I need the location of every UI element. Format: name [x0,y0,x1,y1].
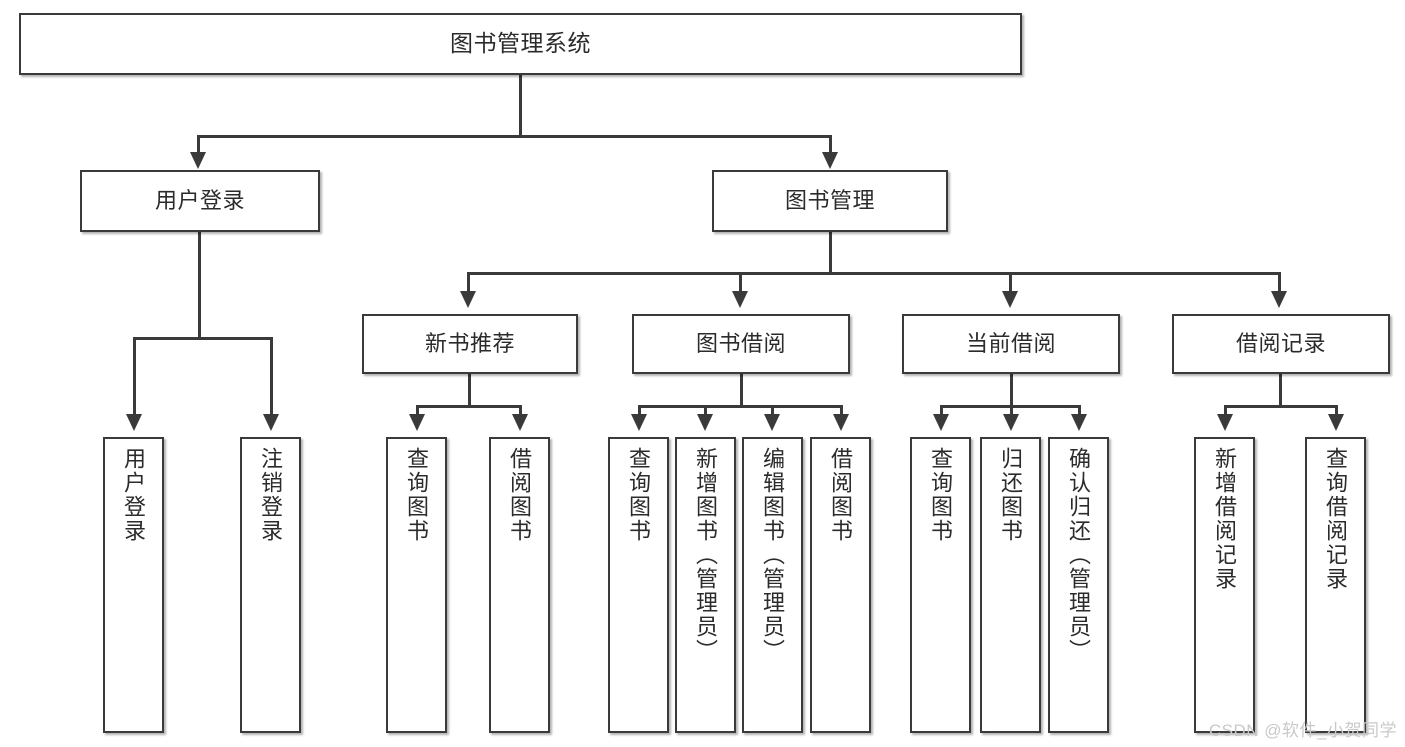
arrowhead-current-leaf-1 [933,414,949,431]
leaf-record-query-record[interactable]: 查询借阅记录 [1305,437,1366,733]
arrowhead-root-to-book-mgmt [822,152,838,169]
leaf-current-query-book[interactable]: 查询图书 [910,437,971,733]
arrowhead-recommend-leaf-2 [512,414,528,431]
connector-level2-branch-4 [1278,272,1281,294]
leaf-borrow-query-book[interactable]: 查询图书 [608,437,669,733]
arrowhead-borrow-leaf-3 [764,414,780,431]
node-label: 新增借阅记录 [1212,447,1238,591]
connector-record-branch-2 [1335,405,1338,417]
connector-current-branch-1 [940,405,943,417]
node-label: 借阅记录 [1235,330,1326,356]
connector-borrow-bus [638,405,843,408]
node-label: 用户登录 [154,187,245,213]
connector-recommend-bus [416,405,522,408]
arrowhead-root-to-user-login [190,152,206,169]
connector-record-stem [1279,374,1282,407]
leaf-record-add-record[interactable]: 新增借阅记录 [1194,437,1255,733]
leaf-current-confirm-return-admin[interactable]: 确认归还（管理员） [1048,437,1109,733]
node-label: 确认归还（管理员） [1066,447,1092,663]
arrowhead-current-leaf-3 [1071,414,1087,431]
connector-root-to-user-login [197,135,200,157]
connector-root-bus [197,135,832,138]
node-label: 当前借阅 [965,330,1056,356]
arrowhead-record-leaf-1 [1217,414,1233,431]
connector-recommend-branch-1 [416,405,419,417]
node-label: 用户登录 [121,447,147,543]
connector-level2-branch-2 [739,272,742,294]
node-label: 图书管理 [784,187,875,213]
connector-recommend-branch-2 [519,405,522,417]
connector-level2-branch-3 [1009,272,1012,294]
node-label: 查询图书 [404,447,430,543]
arrowhead-user-login-leaf-1 [126,414,142,431]
node-label: 新增图书（管理员） [693,447,719,663]
connector-borrow-stem [740,374,743,407]
node-new-book-recommend[interactable]: 新书推荐 [362,314,578,374]
connector-level2-branch-1 [467,272,470,294]
connector-current-stem [1010,374,1013,407]
connector-current-branch-3 [1078,405,1081,417]
watermark-csdn: CSDN @软件_小贺同学 [1208,721,1397,740]
leaf-recommend-borrow-book[interactable]: 借阅图书 [489,437,550,733]
node-root-book-management-system[interactable]: 图书管理系统 [19,13,1022,75]
node-current-borrow[interactable]: 当前借阅 [902,314,1120,374]
arrowhead-borrow-leaf-2 [697,414,713,431]
arrowhead-level2-3 [1002,291,1018,308]
leaf-recommend-query-book[interactable]: 查询图书 [386,437,447,733]
connector-book-mgmt-stem [829,232,832,275]
connector-root-stem [519,75,522,137]
node-label: 新书推荐 [424,330,515,356]
node-book-borrow[interactable]: 图书借阅 [632,314,850,374]
connector-borrow-branch-3 [771,405,774,417]
arrowhead-record-leaf-2 [1328,414,1344,431]
leaf-borrow-edit-book-admin[interactable]: 编辑图书（管理员） [742,437,803,733]
node-label: 查询图书 [928,447,954,543]
leaf-borrow-borrow-book[interactable]: 借阅图书 [810,437,871,733]
arrowhead-level2-2 [732,291,748,308]
arrowhead-level2-4 [1271,291,1287,308]
node-label: 图书借阅 [695,330,786,356]
arrowhead-borrow-leaf-1 [631,414,647,431]
arrowhead-borrow-leaf-4 [833,414,849,431]
leaf-borrow-add-book-admin[interactable]: 新增图书（管理员） [675,437,736,733]
connector-current-branch-2 [1010,405,1013,417]
connector-level2-bus [467,272,1281,275]
arrowhead-current-leaf-2 [1003,414,1019,431]
connector-recommend-stem [468,374,471,407]
leaf-user-login-logout[interactable]: 注销登录 [240,437,301,733]
arrowhead-level2-1 [460,291,476,308]
connector-user-login-bus [133,337,273,340]
connector-user-login-stem [198,232,201,339]
connector-borrow-branch-1 [638,405,641,417]
connector-record-bus [1224,405,1338,408]
node-borrow-record[interactable]: 借阅记录 [1172,314,1390,374]
connector-root-to-book-mgmt [829,135,832,157]
connector-borrow-branch-4 [840,405,843,417]
leaf-user-login-login[interactable]: 用户登录 [103,437,164,733]
node-user-login[interactable]: 用户登录 [80,170,320,232]
node-label: 注销登录 [258,447,284,543]
node-label: 借阅图书 [507,447,533,543]
leaf-current-return-book[interactable]: 归还图书 [980,437,1041,733]
node-label: 图书管理系统 [450,30,591,57]
node-label: 归还图书 [998,447,1024,543]
connector-record-branch-1 [1224,405,1227,417]
connector-user-login-branch-2 [270,337,273,417]
node-label: 查询图书 [626,447,652,543]
node-label: 查询借阅记录 [1323,447,1349,591]
arrowhead-recommend-leaf-1 [409,414,425,431]
arrowhead-user-login-leaf-2 [263,414,279,431]
node-label: 编辑图书（管理员） [760,447,786,663]
connector-borrow-branch-2 [704,405,707,417]
connector-user-login-branch-1 [133,337,136,417]
node-label: 借阅图书 [828,447,854,543]
node-book-management[interactable]: 图书管理 [712,170,948,232]
